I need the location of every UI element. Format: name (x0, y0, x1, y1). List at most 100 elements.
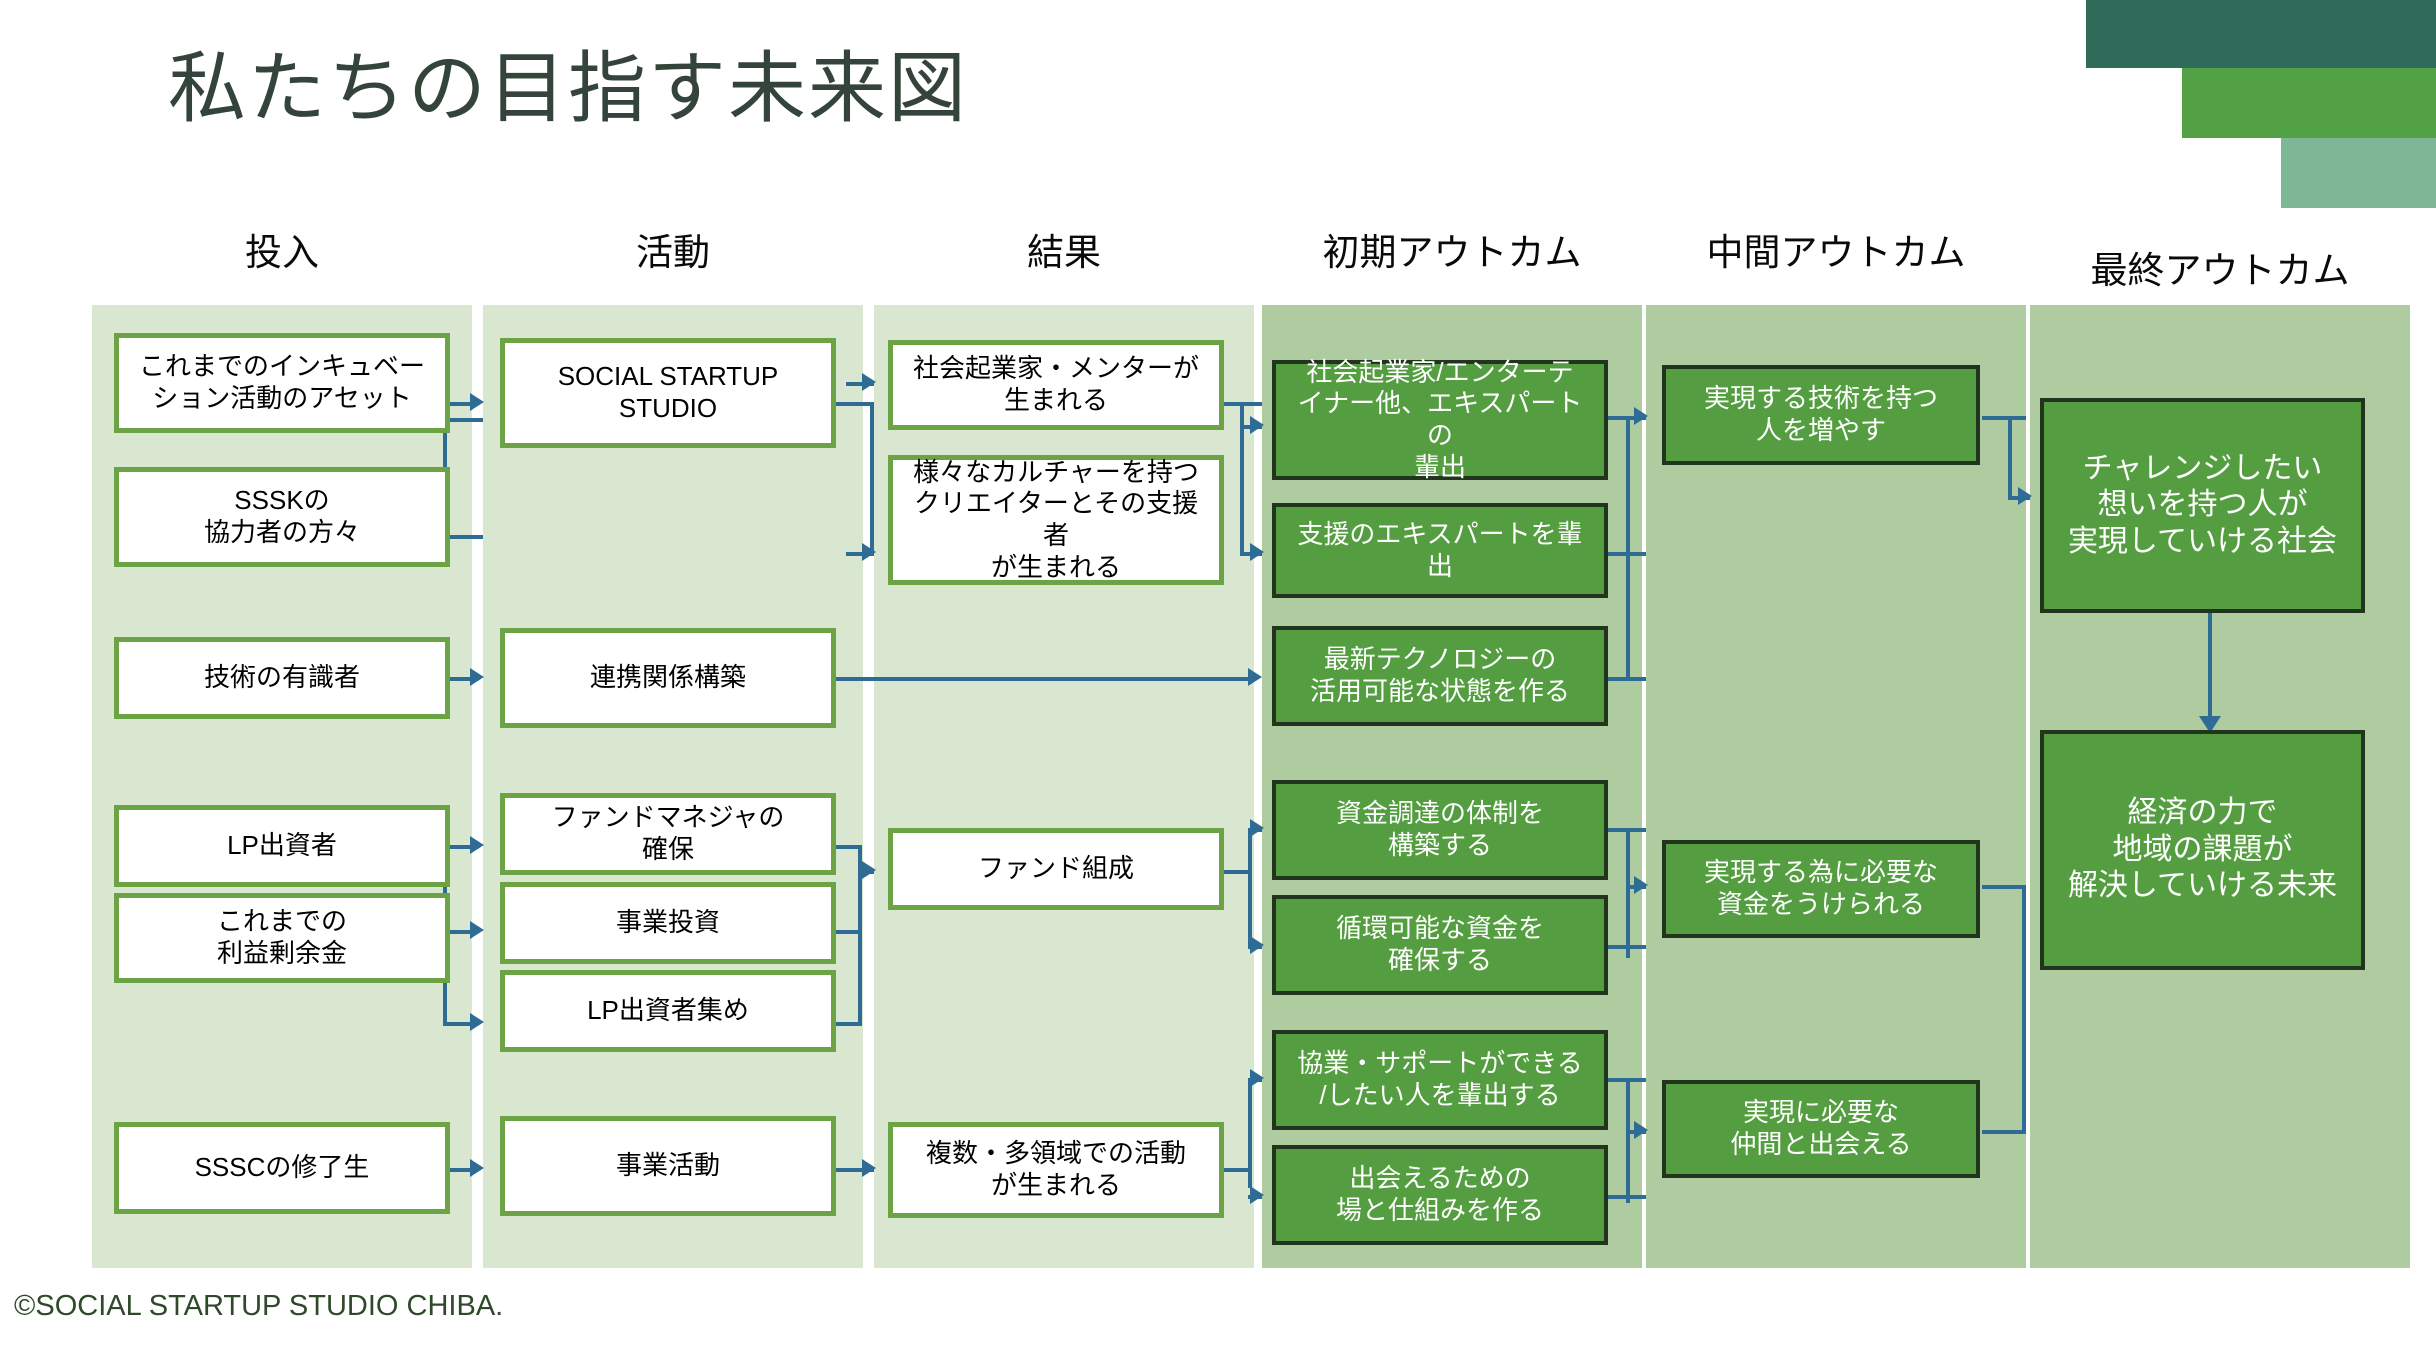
connector (443, 418, 483, 422)
arrow-icon (1250, 819, 1264, 837)
node-input-3[interactable]: LP出資者 (114, 805, 450, 887)
node-mid-outcome-1[interactable]: 実現する為に必要な資金をうけられる (1662, 840, 1980, 938)
node-activity-2[interactable]: ファンドマネジャの確保 (500, 793, 836, 875)
node-early-outcome-4[interactable]: 循環可能な資金を確保する (1272, 895, 1608, 995)
connector (1626, 1078, 1630, 1203)
connector (1600, 1078, 1646, 1082)
node-result-2[interactable]: ファンド組成 (888, 828, 1224, 910)
arrow-icon (2018, 487, 2032, 505)
connector (834, 845, 862, 849)
node-input-0[interactable]: これまでのインキュベーション活動のアセット (114, 333, 450, 433)
node-early-outcome-3[interactable]: 資金調達の体制を構築する (1272, 780, 1608, 880)
arrow-icon (1634, 407, 1648, 425)
connector (834, 1022, 862, 1026)
node-label: これまでのインキュベーション活動のアセット (138, 351, 425, 413)
arrow-icon (862, 373, 876, 391)
node-activity-5[interactable]: 事業活動 (500, 1116, 836, 1216)
node-early-outcome-5[interactable]: 協業・サポートができる/したい人を輩出する (1272, 1030, 1608, 1130)
node-input-2[interactable]: 技術の有識者 (114, 637, 450, 719)
connector (1982, 885, 2026, 889)
node-input-1[interactable]: SSSKの協力者の方々 (114, 467, 450, 567)
connector (834, 1168, 874, 1172)
node-label: 複数・多領域での活動が生まれる (925, 1138, 1186, 1200)
deco-bar-dark (2086, 0, 2436, 68)
connector (1982, 416, 2026, 420)
arrow-icon (1634, 1121, 1648, 1139)
connector (1222, 1168, 1252, 1172)
arrow-icon (1250, 936, 1264, 954)
connector (443, 1022, 478, 1026)
node-label: 実現する技術を持つ人を増やす (1703, 383, 1938, 445)
column-header-activity: 活動 (636, 232, 710, 273)
node-activity-3[interactable]: 事業投資 (500, 882, 836, 964)
deco-bar-mid (2182, 68, 2436, 138)
connector (846, 552, 874, 556)
node-label: 資金調達の体制を構築する (1335, 798, 1544, 860)
connector (1600, 416, 1646, 420)
node-label: LP出資者集め (587, 995, 749, 1026)
arrow-icon (862, 1159, 876, 1177)
node-result-1[interactable]: 様々なカルチャーを持つクリエイターとその支援者が生まれる (888, 455, 1224, 585)
connector (1600, 828, 1646, 832)
node-result-0[interactable]: 社会起業家・メンターが生まれる (888, 340, 1224, 430)
arrow-icon (470, 1013, 484, 1031)
connector (1600, 1195, 1646, 1199)
node-mid-outcome-0[interactable]: 実現する技術を持つ人を増やす (1662, 365, 1980, 465)
node-label: ファンド組成 (977, 853, 1134, 884)
connector (1626, 416, 1630, 681)
connector (1240, 402, 1244, 552)
node-label: 社会起業家・メンターが生まれる (912, 353, 1199, 415)
connector (1600, 945, 1646, 949)
connector (2008, 416, 2012, 496)
node-label: 循環可能な資金を確保する (1335, 913, 1544, 975)
node-final-outcome-1[interactable]: 経済の力で地域の課題が解決していける未来 (2040, 730, 2365, 970)
arrow-icon (862, 543, 876, 561)
arrow-icon (470, 836, 484, 854)
arrow-icon (1248, 668, 1262, 686)
arrow-icon (1250, 543, 1264, 561)
node-activity-1[interactable]: 連携関係構築 (500, 628, 836, 728)
arrow-icon (470, 668, 484, 686)
node-early-outcome-2[interactable]: 最新テクノロジーの活用可能な状態を作る (1272, 626, 1608, 726)
connector (443, 677, 478, 681)
node-label: 社会起業家/エンターテイナー他、エキスパートの輩出 (1297, 356, 1583, 482)
node-label: 経済の力で地域の課題が解決していける未来 (2067, 796, 2338, 903)
node-label: 事業活動 (615, 1150, 720, 1181)
connector (834, 677, 1254, 681)
node-final-outcome-0[interactable]: チャレンジしたい想いを持つ人が実現していける社会 (2040, 398, 2365, 613)
deco-bar-light (2281, 138, 2436, 208)
node-early-outcome-6[interactable]: 出会えるための場と仕組みを作る (1272, 1145, 1608, 1245)
connector (1626, 828, 1630, 958)
node-label: これまでの利益剰余金 (216, 906, 347, 968)
connector (1248, 828, 1252, 948)
connector (443, 402, 478, 406)
connector (846, 382, 874, 386)
arrow-icon (470, 393, 484, 411)
connector (443, 535, 483, 539)
node-activity-4[interactable]: LP出資者集め (500, 970, 836, 1052)
connector (834, 402, 874, 406)
node-label: 協業・サポートができる/したい人を輩出する (1297, 1048, 1583, 1110)
node-label: 連携関係構築 (589, 662, 746, 693)
node-mid-outcome-2[interactable]: 実現に必要な仲間と出会える (1662, 1080, 1980, 1178)
connector (834, 930, 862, 934)
node-label: 支援のエキスパートを輩出 (1297, 518, 1583, 581)
node-input-4[interactable]: これまでの利益剰余金 (114, 893, 450, 983)
arrow-icon (1250, 416, 1264, 434)
node-label: チャレンジしたい想いを持つ人が実現していける社会 (2067, 451, 2338, 558)
connector (858, 845, 862, 1025)
connector (1600, 677, 1646, 681)
connector (1248, 1078, 1252, 1188)
arrow-icon (862, 861, 876, 879)
node-label: 出会えるための場と仕組みを作る (1335, 1163, 1544, 1225)
column-band-input (92, 305, 472, 1268)
node-result-3[interactable]: 複数・多領域での活動が生まれる (888, 1122, 1224, 1218)
node-input-5[interactable]: SSSCの修了生 (114, 1122, 450, 1214)
copyright-footer: ©SOCIAL STARTUP STUDIO CHIBA. (14, 1290, 504, 1322)
node-early-outcome-0[interactable]: 社会起業家/エンターテイナー他、エキスパートの輩出 (1272, 357, 1608, 482)
node-early-outcome-1[interactable]: 支援のエキスパートを輩出 (1272, 503, 1608, 598)
node-label: 事業投資 (615, 907, 720, 938)
arrow-icon (470, 1159, 484, 1177)
